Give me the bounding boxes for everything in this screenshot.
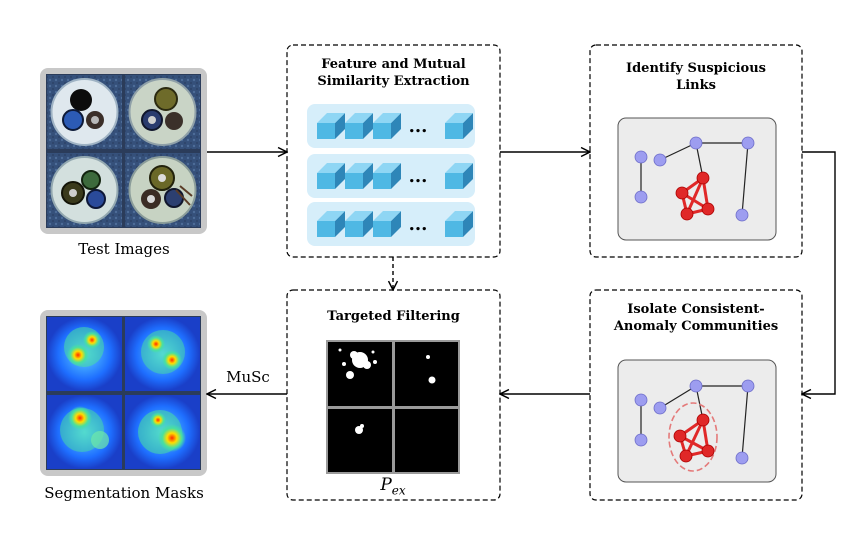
feature-block (345, 163, 373, 189)
feature-block (317, 163, 345, 189)
pex-symbol: Pex (380, 475, 406, 498)
mask-tile-3 (47, 395, 122, 469)
arrows (207, 151, 836, 394)
identify-links-box (589, 44, 803, 258)
feature-block (345, 211, 373, 237)
musc-label: MuSc (226, 368, 270, 386)
feature-block (445, 211, 473, 237)
test-images-caption: Test Images (78, 240, 170, 258)
mask-tile-1 (47, 317, 122, 391)
feature-block (373, 113, 401, 139)
isolated-communities-graph (617, 359, 777, 483)
test-image-tile-1 (47, 75, 122, 149)
test-image-tile-3 (47, 153, 122, 227)
suspicious-links-graph (617, 117, 777, 241)
feature-block (373, 211, 401, 237)
binary-masks-grid (326, 340, 460, 474)
feature-block (445, 163, 473, 189)
test-image-tile-2 (125, 75, 200, 149)
test-image-tile-4 (125, 153, 200, 227)
ellipsis-label: ... (409, 166, 428, 187)
feature-block (345, 113, 373, 139)
ellipsis-label: ... (409, 116, 428, 137)
segmentation-masks-caption: Segmentation Masks (44, 484, 204, 502)
arrow-links-to-isolate (802, 151, 836, 394)
identify-links-title: Identify Suspicious Links (626, 61, 766, 93)
feature-rows: ......... (307, 104, 475, 246)
segmentation-masks-grid (40, 310, 207, 476)
test-images-grid (40, 68, 207, 234)
ellipsis-label: ... (409, 214, 428, 235)
feature-block (373, 163, 401, 189)
mask-tile-4 (125, 395, 200, 469)
feature-block (445, 113, 473, 139)
feature-extraction-title: Feature and Mutual Similarity Extraction (317, 57, 470, 89)
isolate-communities-title: Isolate Consistent- Anomaly Communities (613, 302, 779, 334)
mask-tile-2 (125, 317, 200, 391)
feature-block (317, 113, 345, 139)
feature-block (317, 211, 345, 237)
targeted-filtering-title: Targeted Filtering (327, 309, 460, 324)
